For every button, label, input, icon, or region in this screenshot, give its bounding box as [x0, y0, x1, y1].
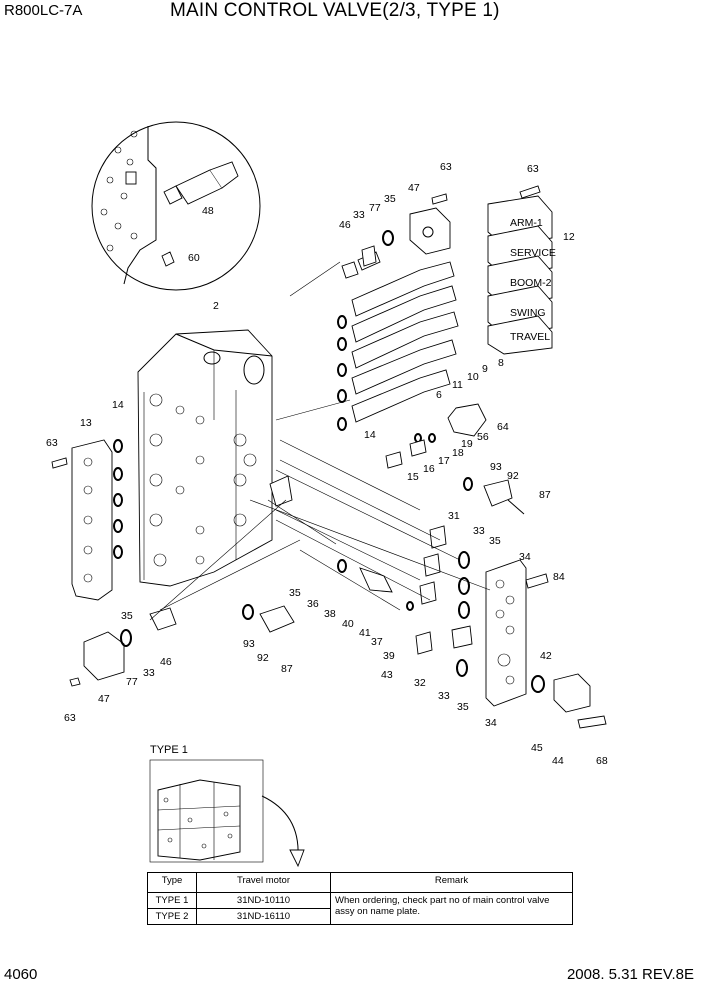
cell-remark: When ordering, check part no of main con…	[330, 892, 573, 925]
callout-63-left: 63	[46, 437, 58, 449]
callout-47: 47	[408, 182, 420, 194]
callout-87-right: 87	[539, 489, 551, 501]
callout-63-right: 63	[527, 163, 539, 175]
callout-93-low: 93	[243, 638, 255, 650]
callout-14-mid: 14	[364, 429, 376, 441]
callout-35-bottom: 35	[457, 701, 469, 713]
callout-63-top: 63	[440, 161, 452, 173]
callout-63-low: 63	[64, 712, 76, 724]
callout-18: 18	[452, 447, 464, 459]
callout-77-low: 77	[126, 676, 138, 688]
cell-travel-motor: 31ND-16110	[196, 908, 331, 925]
check-valve-parts	[337, 403, 525, 677]
callout-45: 45	[531, 742, 543, 754]
callout-36: 36	[307, 598, 319, 610]
callout-10: 10	[467, 371, 479, 383]
callout-92-right: 92	[507, 470, 519, 482]
callout-19: 19	[461, 438, 473, 450]
callout-87-low: 87	[281, 663, 293, 675]
callout-47-low: 47	[98, 693, 110, 705]
table-header-row: Type Travel motor Remark	[147, 872, 573, 893]
callout-43: 43	[381, 669, 393, 681]
cell-travel-motor: 31ND-10110	[196, 892, 331, 909]
callout-34-top: 34	[519, 551, 531, 563]
page-number: 4060	[4, 966, 38, 983]
type-table: Type Travel motor Remark TYPE 1 31ND-101…	[147, 872, 573, 925]
main-valve-body	[137, 329, 293, 587]
col-header-travel-motor: Travel motor	[196, 872, 331, 893]
callout-38: 38	[324, 608, 336, 620]
cap-label-arm1: ARM-1	[510, 217, 543, 229]
callout-35-left: 35	[121, 610, 133, 622]
revision-date: 2008. 5.31 REV.8E	[566, 966, 694, 983]
callout-32: 32	[414, 677, 426, 689]
callout-17: 17	[438, 455, 450, 467]
callout-56: 56	[477, 431, 489, 443]
callout-42: 42	[540, 650, 552, 662]
callout-40: 40	[342, 618, 354, 630]
leader-lines	[149, 261, 491, 621]
spool-stack	[337, 251, 459, 431]
model-number: R800LC-7A	[4, 2, 83, 19]
cap-label-swing: SWING	[510, 307, 546, 319]
callout-8: 8	[498, 357, 504, 369]
inset-type-label: TYPE 1	[150, 744, 188, 756]
callout-12: 12	[563, 231, 575, 243]
top-flange	[361, 193, 451, 267]
callout-46: 46	[339, 219, 351, 231]
relief-valve-cartridge	[163, 161, 239, 205]
callout-48: 48	[202, 205, 214, 217]
callout-34-bottom: 34	[485, 717, 497, 729]
callout-93-right: 93	[490, 461, 502, 473]
table-row: TYPE 2 31ND-16110	[147, 908, 573, 925]
callout-31: 31	[448, 510, 460, 522]
lower-left-flange	[69, 604, 295, 687]
type-1-inset-image	[149, 759, 305, 868]
callout-35-low: 35	[289, 587, 301, 599]
callout-9: 9	[482, 363, 488, 375]
callout-92-low: 92	[257, 652, 269, 664]
detail-view-circle	[91, 121, 261, 291]
cap-label-service: SERVICE	[510, 247, 556, 259]
callout-77: 77	[369, 202, 381, 214]
table-row: TYPE 1 31ND-10110 When ordering, check p…	[147, 892, 573, 925]
callout-39: 39	[383, 650, 395, 662]
callout-64: 64	[497, 421, 509, 433]
col-header-remark: Remark	[330, 872, 573, 893]
callout-labels: 48 60 2 46 33 77 35 47 63 63 12 8 9 10 1…	[46, 161, 608, 767]
callout-14-left: 14	[112, 399, 124, 411]
page-title: MAIN CONTROL VALVE(2/3, TYPE 1)	[170, 0, 500, 21]
callout-68: 68	[596, 755, 608, 767]
callout-46-low: 46	[160, 656, 172, 668]
lower-right-valve-block	[485, 559, 607, 729]
callout-33: 33	[353, 209, 365, 221]
callout-2: 2	[213, 300, 219, 312]
callout-84: 84	[553, 571, 565, 583]
callout-37: 37	[371, 636, 383, 648]
cap-label-boom2: BOOM-2	[510, 277, 552, 289]
left-spool-cover	[51, 439, 113, 601]
callout-6: 6	[436, 389, 442, 401]
col-header-type: Type	[147, 872, 197, 893]
callout-15: 15	[407, 471, 419, 483]
cell-type: TYPE 2	[147, 908, 197, 925]
callout-44: 44	[552, 755, 564, 767]
left-o-rings	[113, 439, 123, 559]
callout-13: 13	[80, 417, 92, 429]
callout-33-low: 33	[438, 690, 450, 702]
callout-16: 16	[423, 463, 435, 475]
cell-type: TYPE 1	[147, 892, 197, 909]
cap-label-travel: TRAVEL	[510, 331, 550, 343]
callout-41: 41	[359, 627, 371, 639]
callout-35-mid: 35	[489, 535, 501, 547]
callout-33-left: 33	[143, 667, 155, 679]
callout-33-mid: 33	[473, 525, 485, 537]
callout-11: 11	[452, 379, 463, 391]
callout-60: 60	[188, 252, 200, 264]
callout-35: 35	[384, 193, 396, 205]
right-spool-caps: ARM-1 SERVICE BOOM-2 SWING TRAVEL	[487, 185, 556, 355]
